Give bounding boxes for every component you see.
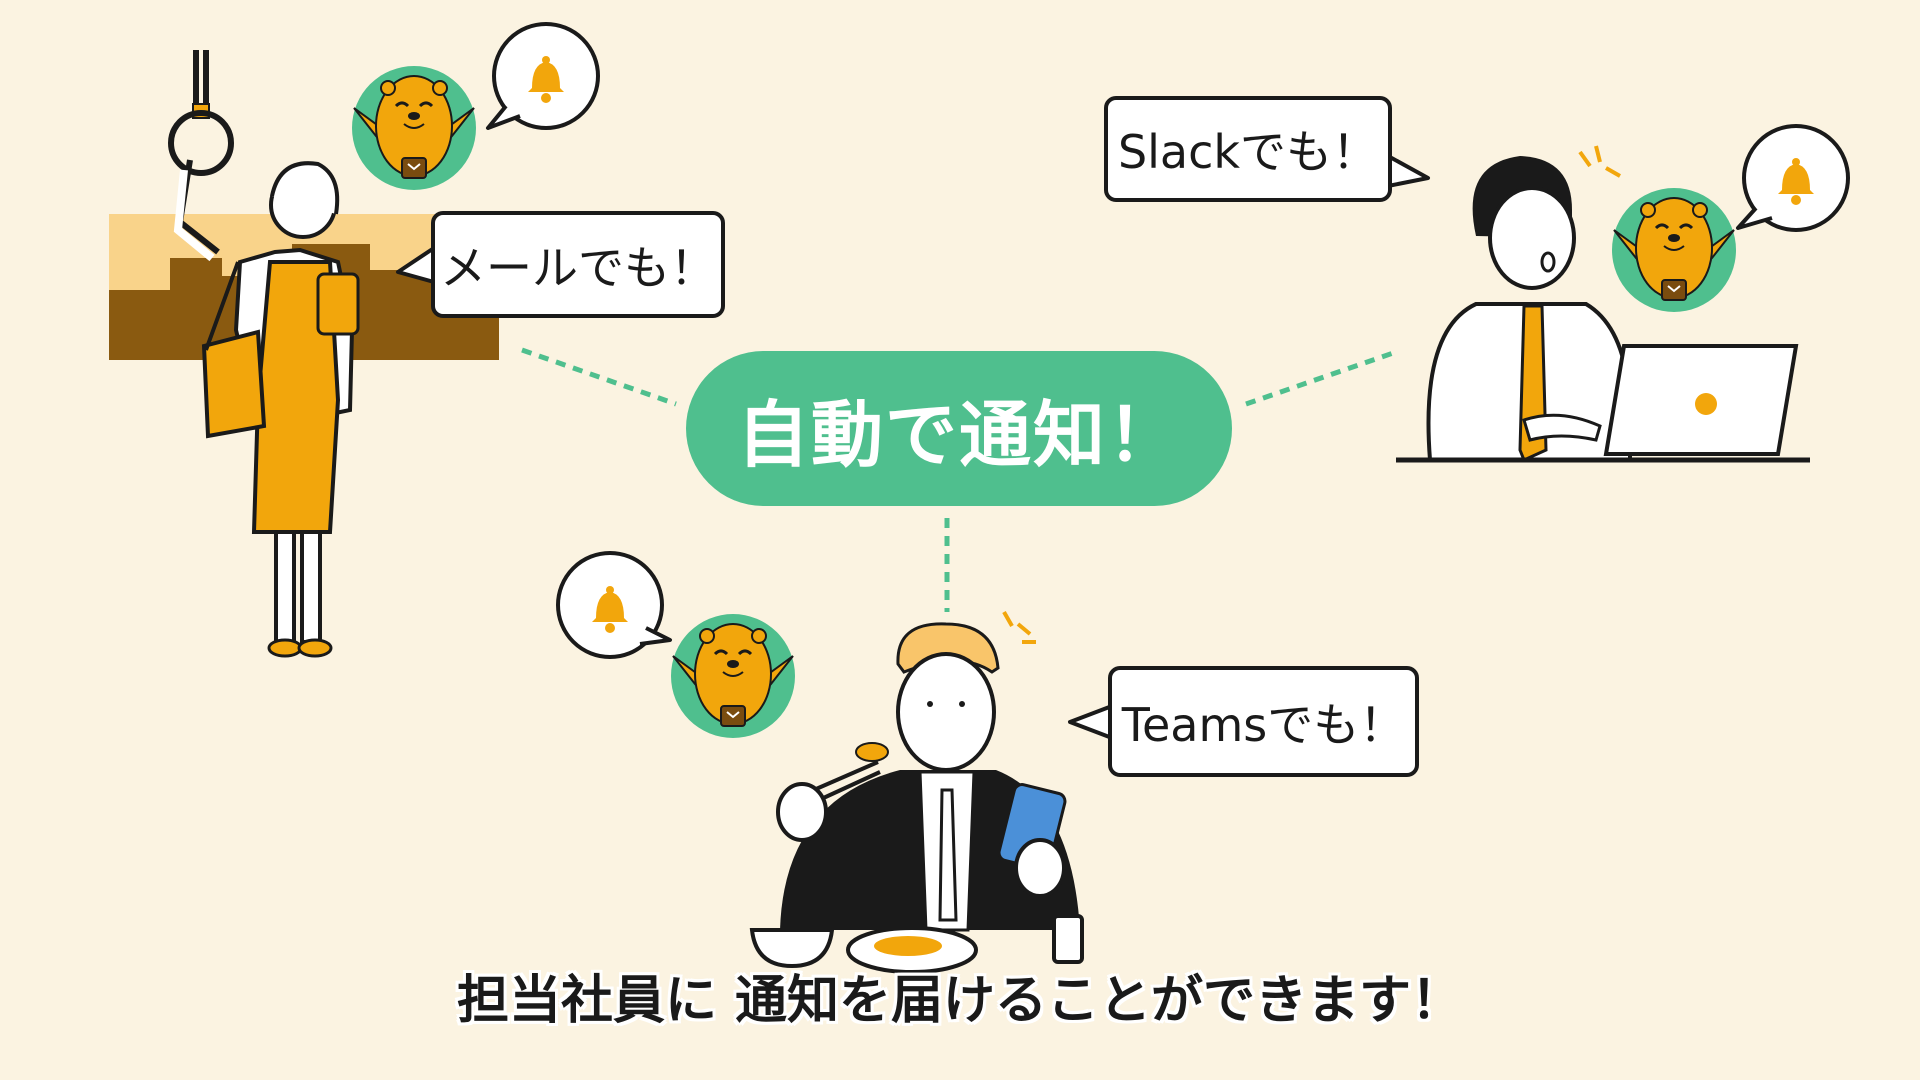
bell-bubble-right [1736, 124, 1850, 232]
speech-bubble-teams: Teamsでも！ [1108, 666, 1419, 777]
connector-lines [521, 347, 1397, 612]
mascot-otter-icon [350, 64, 478, 192]
mascot-otter-icon [1610, 186, 1738, 314]
speech-bubble-slack: Slackでも！ [1104, 96, 1392, 202]
caption-subtitle: 担当社員に 通知を届けることができます！ [456, 971, 1464, 1031]
mascot-otter-icon [669, 612, 797, 740]
man-at-laptop-illustration [1396, 145, 1810, 463]
bell-bubble-bottom [556, 551, 672, 659]
auto-notify-label: 自動で通知！ [736, 393, 1181, 477]
bubble-teams-text: Teamsでも！ [1121, 697, 1406, 752]
auto-notify-pill: 自動で通知！ [686, 351, 1232, 506]
bubble-mail-text: メールでも！ [440, 240, 716, 295]
speech-bubble-mail: メールでも！ [431, 211, 725, 318]
bubble-slack-text: Slackでも！ [1117, 125, 1379, 179]
bell-bubble-left [486, 22, 600, 130]
man-eating-illustration [749, 611, 1084, 974]
